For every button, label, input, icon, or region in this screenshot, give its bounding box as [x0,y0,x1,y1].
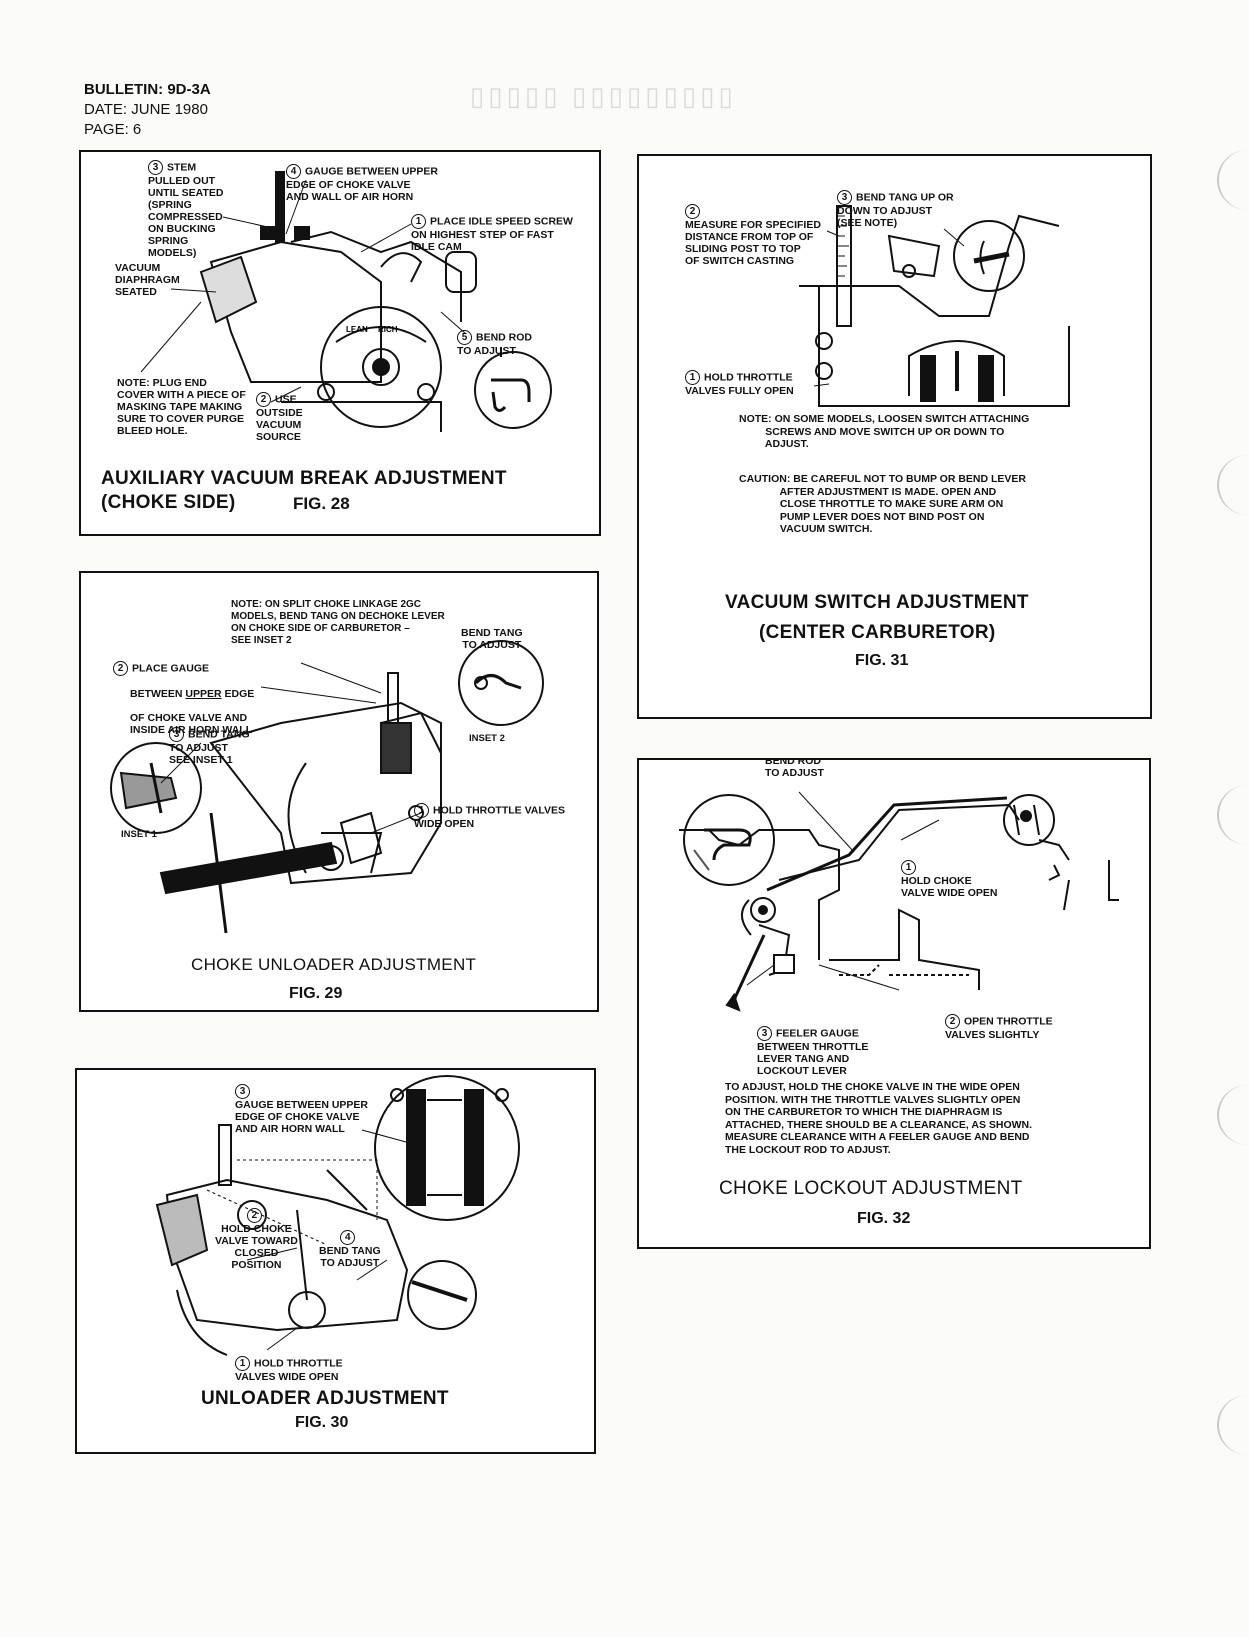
fig29-note: NOTE: ON SPLIT CHOKE LINKAGE 2GC MODELS,… [231,599,445,646]
fig29-inset1-label: INSET 1 [121,829,157,840]
binder-hole-3 [1217,785,1249,845]
fig29-panel: NOTE: ON SPLIT CHOKE LINKAGE 2GC MODELS,… [79,571,599,1012]
fig31-title-line2: (CENTER CARBURETOR) [759,622,996,643]
fig28-title-line2: (CHOKE SIDE) [101,492,236,513]
binder-hole-2 [1217,455,1249,515]
lean-rich-label: LEAN RICH [346,325,398,334]
fig32-linkage-illustration [679,791,1119,1012]
fig32-title: CHOKE LOCKOUT ADJUSTMENT [719,1178,1023,1199]
fig28-diaphragm-label: VACUUM DIAPHRAGM SEATED [115,262,180,298]
date-line: DATE: JUNE 1980 [84,101,208,118]
bulletin-line: BULLETIN: 9D-3A [84,81,211,98]
fig29-inset2-label: INSET 2 [469,733,505,744]
binder-hole-5 [1217,1395,1249,1455]
fig31-carburetor-illustration [799,205,1070,407]
fig29-carburetor-illustration [110,640,544,934]
binder-hole-1 [1217,150,1249,210]
fig31-caution: CAUTION: BE CAREFUL NOT TO BUMP OR BEND … [739,473,1027,535]
fig29-title: CHOKE UNLOADER ADJUSTMENT [191,955,477,974]
fig29-number: FIG. 29 [289,985,343,1002]
fig28-number: FIG. 28 [293,494,350,513]
bleed-through-text: ▯▯▯▯▯ ▯▯▯▯▯▯▯▯▯ [470,82,737,111]
fig32-number: FIG. 32 [857,1210,911,1227]
fig29-inset2-text: BEND TANG TO ADJUST [461,627,523,651]
fig28-carburetor-illustration: LEAN RICH [140,171,552,432]
fig31-title: VACUUM SWITCH ADJUSTMENT [725,592,1029,613]
fig30-carburetor-illustration [155,1075,520,1356]
page-line: PAGE: 6 [84,121,142,138]
fig28-title: AUXILIARY VACUUM BREAK ADJUSTMENT [101,468,507,489]
fig32-body-text: TO ADJUST, HOLD THE CHOKE VALVE IN THE W… [725,1081,1033,1156]
fig28-note-label: NOTE: PLUG END COVER WITH A PIECE OF MAS… [117,377,246,437]
fig31-number: FIG. 31 [855,652,909,669]
binder-hole-4 [1217,1085,1249,1145]
fig30-number: FIG. 30 [295,1414,349,1431]
fig30-title: UNLOADER ADJUSTMENT [201,1388,449,1409]
bulletin-header: BULLETIN: 9D-3A DATE: JUNE 1980 PAGE: 6 [84,80,211,140]
fig31-note: NOTE: ON SOME MODELS, LOOSEN SWITCH ATTA… [739,413,1030,450]
